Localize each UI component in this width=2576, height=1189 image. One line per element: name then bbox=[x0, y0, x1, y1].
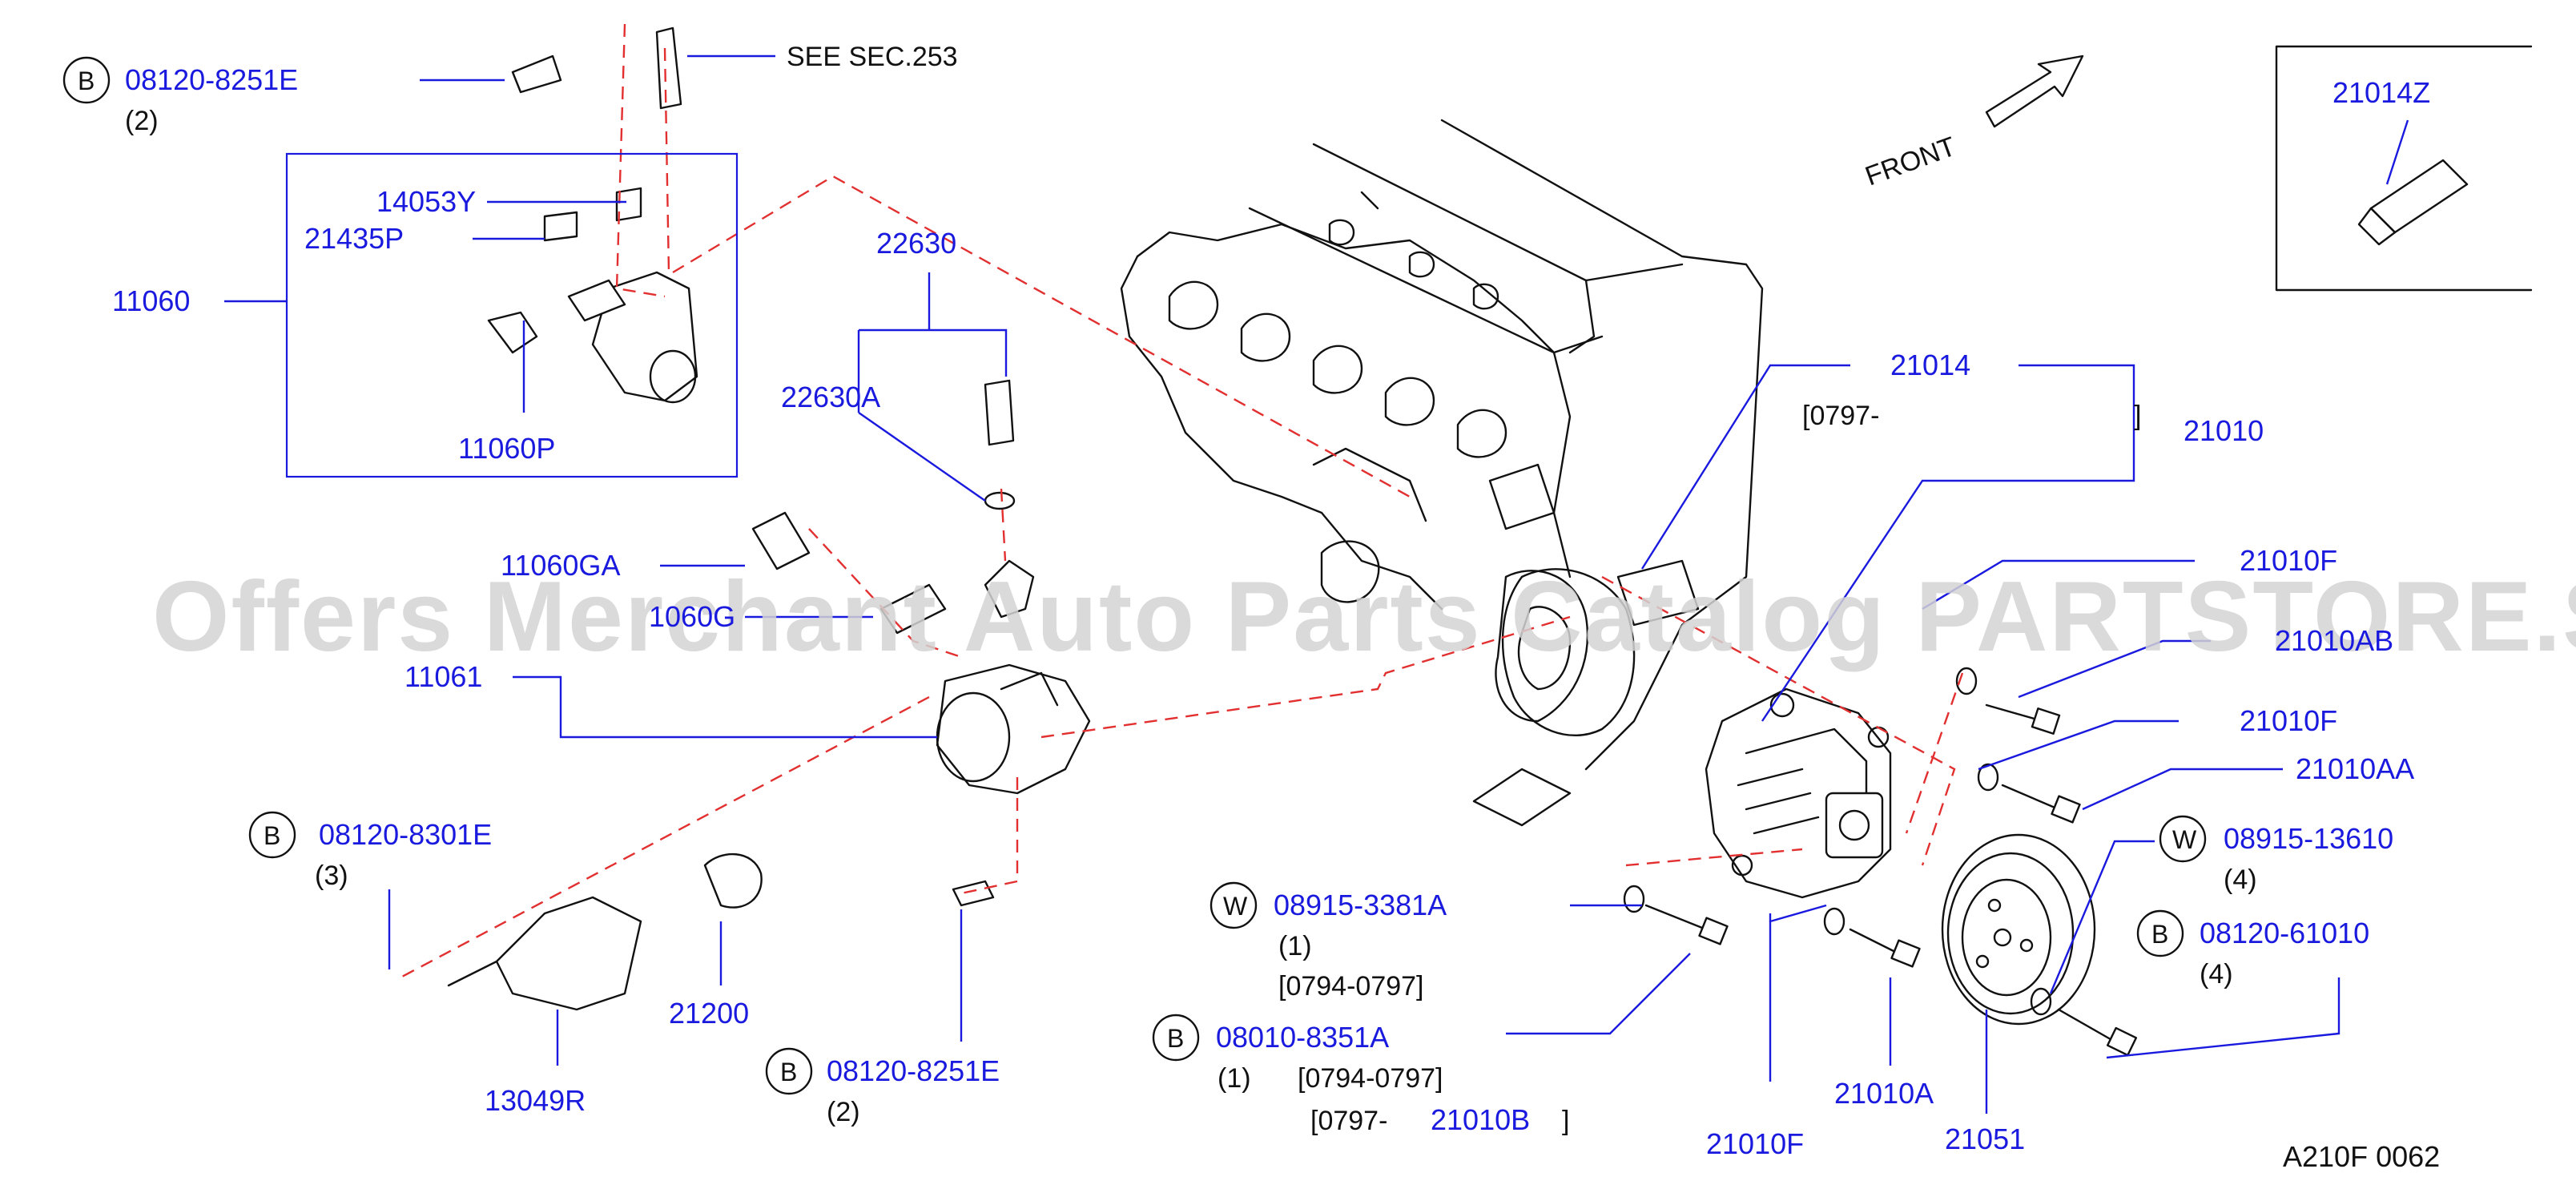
qty-label: (2) bbox=[827, 1097, 860, 1127]
part-label-22630A: 22630A bbox=[781, 381, 880, 413]
qty-label: (3) bbox=[315, 861, 348, 891]
part-label-08915-13610: 08915-13610 bbox=[2224, 822, 2393, 855]
part-label-21051: 21051 bbox=[1945, 1122, 2025, 1155]
inset-box bbox=[2275, 45, 2533, 292]
date-range: [0797- bbox=[1802, 401, 1879, 431]
part-label-08120-8301E: 08120-8301E bbox=[319, 818, 492, 851]
qty-label: (1) bbox=[1218, 1063, 1251, 1094]
see-section-note: SEE SEC.253 bbox=[787, 42, 958, 72]
water-pump-drawing bbox=[1705, 687, 1892, 899]
part-label-21010F-a: 21010F bbox=[2240, 544, 2337, 577]
part-label-11060P: 11060P bbox=[458, 432, 555, 465]
part-labels: 08120-8251E (2) SEE SEC.253 14053Y 21435… bbox=[112, 42, 2440, 1173]
date-range-close: ] bbox=[1562, 1106, 1569, 1136]
sealant-tube-drawing bbox=[2357, 159, 2469, 246]
part-label-21010A: 21010A bbox=[1834, 1077, 1934, 1110]
part-label-21010F-b: 21010F bbox=[2240, 704, 2337, 737]
gasket-drawing bbox=[1501, 568, 1636, 737]
leader-lines bbox=[224, 54, 2409, 1114]
circle-letter-w: W bbox=[1223, 892, 1248, 921]
circle-letter-b: B bbox=[2151, 920, 2168, 949]
part-label-21014: 21014 bbox=[1890, 349, 1970, 381]
circle-letter-b: B bbox=[1167, 1024, 1184, 1053]
part-label-11061: 11061 bbox=[405, 660, 482, 693]
part-label-21010: 21010 bbox=[2184, 414, 2264, 447]
assembly-box bbox=[285, 152, 739, 478]
front-label: FRONT bbox=[1862, 131, 1960, 192]
part-label-21010F-c: 21010F bbox=[1706, 1127, 1804, 1160]
upper-box-drawing bbox=[487, 26, 1016, 510]
part-label-1060G: 1060G bbox=[649, 600, 735, 633]
part-label-13049R: 13049R bbox=[485, 1084, 586, 1117]
thermostat-housing-drawing bbox=[447, 511, 1091, 1011]
qty-label: (2) bbox=[125, 106, 159, 136]
date-range: [0794-0797] bbox=[1278, 971, 1424, 1002]
bolts-drawing bbox=[1623, 667, 2138, 1057]
part-label-21010B: 21010B bbox=[1431, 1103, 1530, 1136]
part-label-21435P: 21435P bbox=[304, 222, 404, 255]
alignment-lines bbox=[400, 23, 1964, 979]
date-range-close: ] bbox=[2134, 401, 2141, 431]
date-range: [0797- bbox=[1310, 1106, 1387, 1136]
circle-letter-b: B bbox=[264, 821, 280, 850]
date-range: [0794-0797] bbox=[1298, 1063, 1443, 1094]
part-label-21010AA: 21010AA bbox=[2296, 752, 2414, 785]
part-label-08120-8251E-top: 08120-8251E bbox=[125, 63, 298, 96]
circle-markers: B B B W B W B bbox=[62, 56, 2207, 1095]
watermark-text: Offers Merchant Auto Parts Catalog PARTS… bbox=[152, 562, 2576, 672]
part-label-08120-61010: 08120-61010 bbox=[2200, 917, 2369, 949]
circle-letter-b: B bbox=[780, 1058, 797, 1086]
qty-label: (4) bbox=[2200, 959, 2233, 989]
part-label-11060GA: 11060GA bbox=[501, 549, 620, 582]
part-label-21200: 21200 bbox=[669, 997, 749, 1030]
part-label-08010-8351A: 08010-8351A bbox=[1216, 1021, 1389, 1054]
engine-block-drawing bbox=[1120, 119, 1764, 827]
diagram-code: A210F 0062 bbox=[2283, 1140, 2440, 1173]
part-label-21010AB: 21010AB bbox=[2275, 624, 2393, 657]
part-label-14053Y: 14053Y bbox=[376, 185, 476, 218]
circle-letter-w: W bbox=[2172, 825, 2197, 854]
part-label-22630: 22630 bbox=[876, 227, 956, 260]
circle-letter-b: B bbox=[78, 67, 95, 95]
front-arrow bbox=[1985, 54, 2084, 128]
part-label-08120-8251E-bottom: 08120-8251E bbox=[827, 1054, 1000, 1087]
qty-label: (4) bbox=[2224, 865, 2257, 895]
part-label-21014Z: 21014Z bbox=[2332, 76, 2430, 109]
pulley-drawing bbox=[1941, 833, 2096, 1026]
part-label-08915-3381A: 08915-3381A bbox=[1274, 889, 1447, 921]
qty-label: (1) bbox=[1278, 931, 1312, 961]
part-label-11060: 11060 bbox=[112, 284, 190, 317]
